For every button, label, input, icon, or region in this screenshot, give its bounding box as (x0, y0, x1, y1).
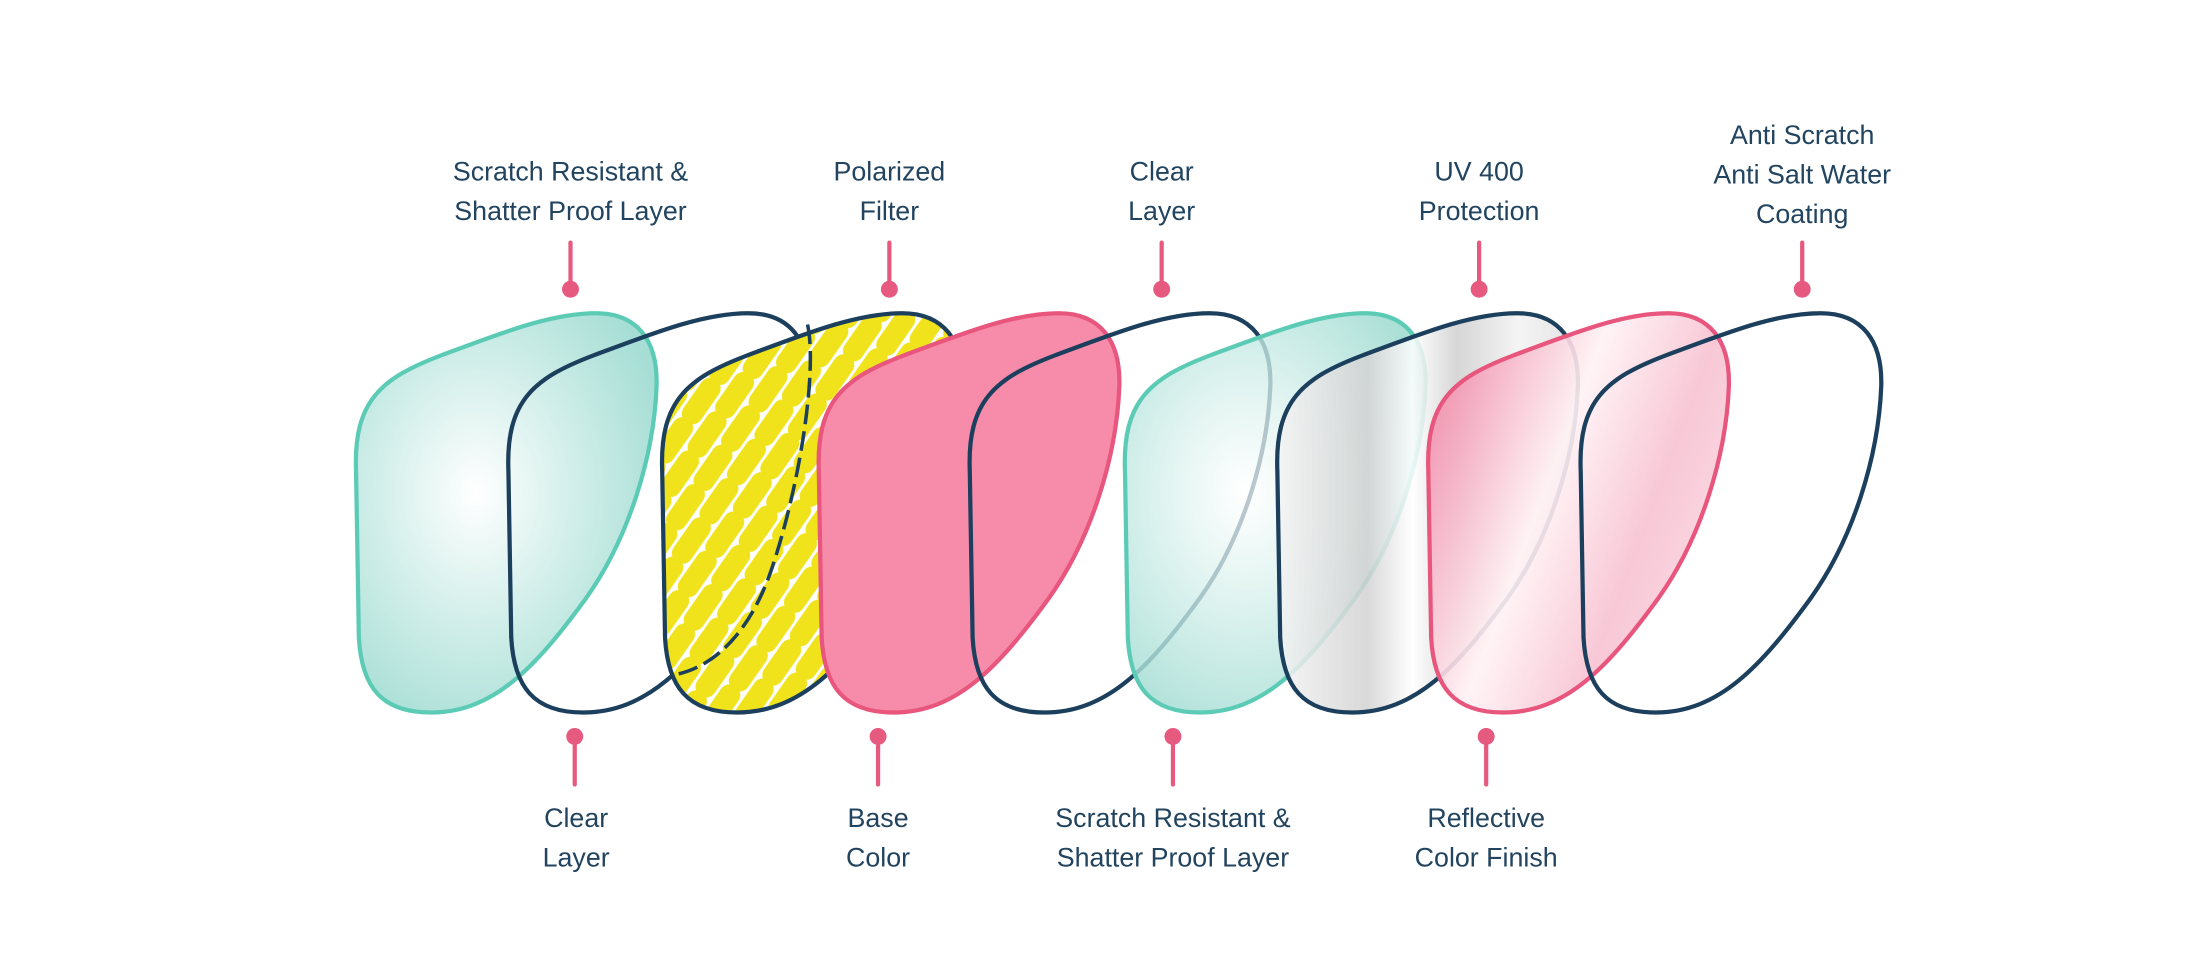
bottom-pin-3 (1164, 728, 1182, 787)
lens-layer-8-reflective (1428, 313, 1729, 712)
bottom-label-3-line-1: Scratch Resistant & (1055, 803, 1290, 833)
top-label-5-line-1: Anti Scratch (1730, 120, 1874, 150)
bottom-label-4-line-2: Color Finish (1415, 842, 1558, 872)
lens-layer-1-teal (356, 313, 657, 712)
top-pin-2 (880, 240, 898, 298)
top-label-2-line-2: Filter (860, 196, 920, 226)
top-pin-4 (1470, 240, 1488, 298)
top-label-4-line-1: UV 400 (1434, 157, 1523, 187)
bottom-pin-4 (1477, 728, 1495, 787)
lens-layer-3-polarized (662, 313, 963, 712)
top-label-4-line-2: Protection (1419, 196, 1540, 226)
bottom-label-4-line-1: Reflective (1427, 803, 1545, 833)
top-label-1-line-2: Shatter Proof Layer (454, 196, 686, 226)
bottom-label-2-line-2: Color (846, 842, 910, 872)
bottom-label-2-line-1: Base (848, 803, 909, 833)
top-pin-5 (1793, 240, 1811, 298)
bottom-label-1-line-2: Layer (543, 842, 610, 872)
bottom-label-1-line-1: Clear (544, 803, 608, 833)
bottom-pin-1 (566, 728, 584, 787)
bottom-pin-2 (869, 728, 887, 787)
top-pin-3 (1153, 240, 1171, 298)
top-label-5-line-3: Coating (1756, 199, 1848, 229)
top-label-2-line-1: Polarized (834, 157, 946, 187)
top-label-3-line-2: Layer (1128, 196, 1195, 226)
bottom-label-3-line-2: Shatter Proof Layer (1057, 842, 1289, 872)
top-label-1-line-1: Scratch Resistant & (453, 157, 688, 187)
top-label-5-line-2: Anti Salt Water (1713, 159, 1891, 189)
top-pin-1 (562, 240, 579, 298)
top-label-3-line-1: Clear (1130, 157, 1194, 187)
